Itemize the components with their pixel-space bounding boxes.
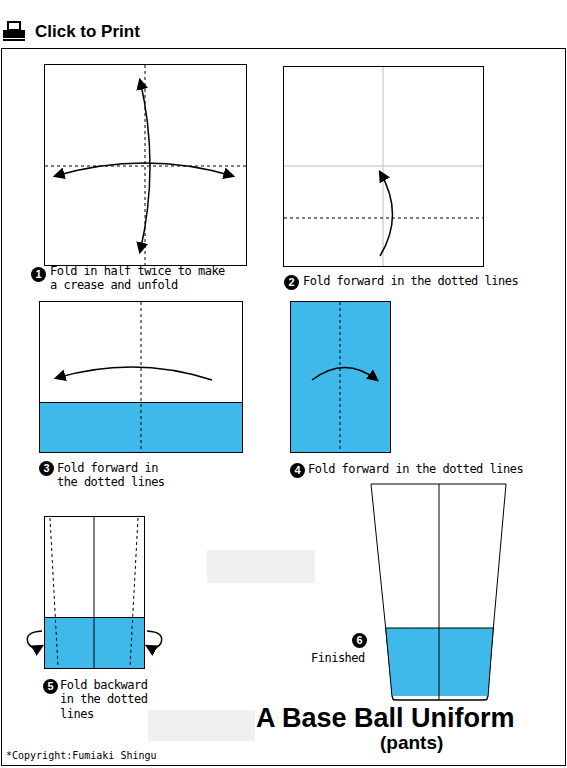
button-label: Click to Print [35, 22, 140, 42]
step-4-figure [291, 302, 391, 453]
title: A Base Ball Uniform [256, 704, 566, 734]
step-text: Fold backward in the dotted lines [60, 678, 160, 721]
step-text: Fold forward in the dotted lines [303, 274, 528, 288]
step-1-figure [45, 65, 247, 266]
frame [2, 49, 566, 766]
grey-patch [207, 550, 315, 583]
subtitle: (pants) [380, 733, 443, 754]
callout-number: 3 [39, 461, 54, 476]
copyright: *Copyright:Fumiaki Shingu [6, 750, 157, 762]
step-5-figure [27, 517, 161, 669]
callout-number: 6 [352, 633, 367, 648]
finished-pants [371, 484, 506, 700]
callout-number: 2 [284, 275, 299, 290]
step-text: Fold forward in the dotted lines [57, 461, 177, 490]
step-text: Fold in half twice to make a crease and … [50, 264, 225, 293]
callout-number: 5 [43, 679, 58, 694]
printer-icon [3, 22, 25, 41]
step-text: Finished [311, 651, 365, 665]
step-3-figure [40, 302, 243, 453]
step-text: Fold forward in the dotted lines [308, 462, 538, 476]
callout-number: 4 [290, 463, 305, 478]
step-2-figure [284, 67, 484, 267]
grey-patch [148, 710, 255, 741]
callout-number: 1 [31, 267, 46, 282]
